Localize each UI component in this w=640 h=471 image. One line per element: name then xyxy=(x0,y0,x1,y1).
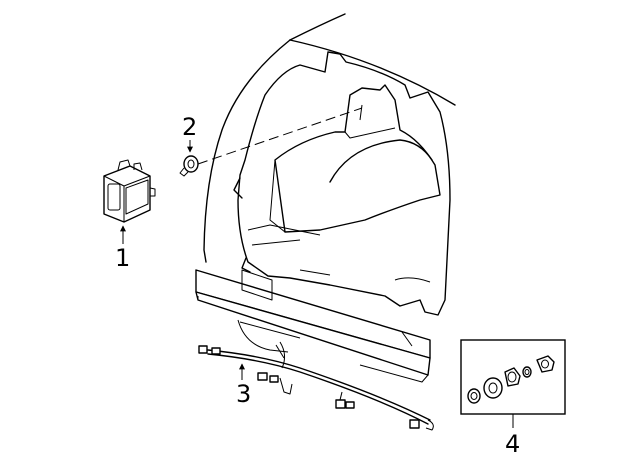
callout-4: 4 xyxy=(505,430,520,458)
part-2-sensor xyxy=(179,155,199,177)
part-1-control-module xyxy=(103,159,156,223)
callout-1: 1 xyxy=(115,244,130,272)
sensor-location-dashed-line xyxy=(197,107,363,165)
callout-3: 3 xyxy=(236,380,251,408)
callout-2: 2 xyxy=(182,113,197,141)
vehicle-rear-body xyxy=(203,13,456,316)
rear-bumper xyxy=(195,269,431,383)
part-4-sensor-kit-box xyxy=(460,339,566,415)
part-3-wiring-harness xyxy=(198,345,434,431)
